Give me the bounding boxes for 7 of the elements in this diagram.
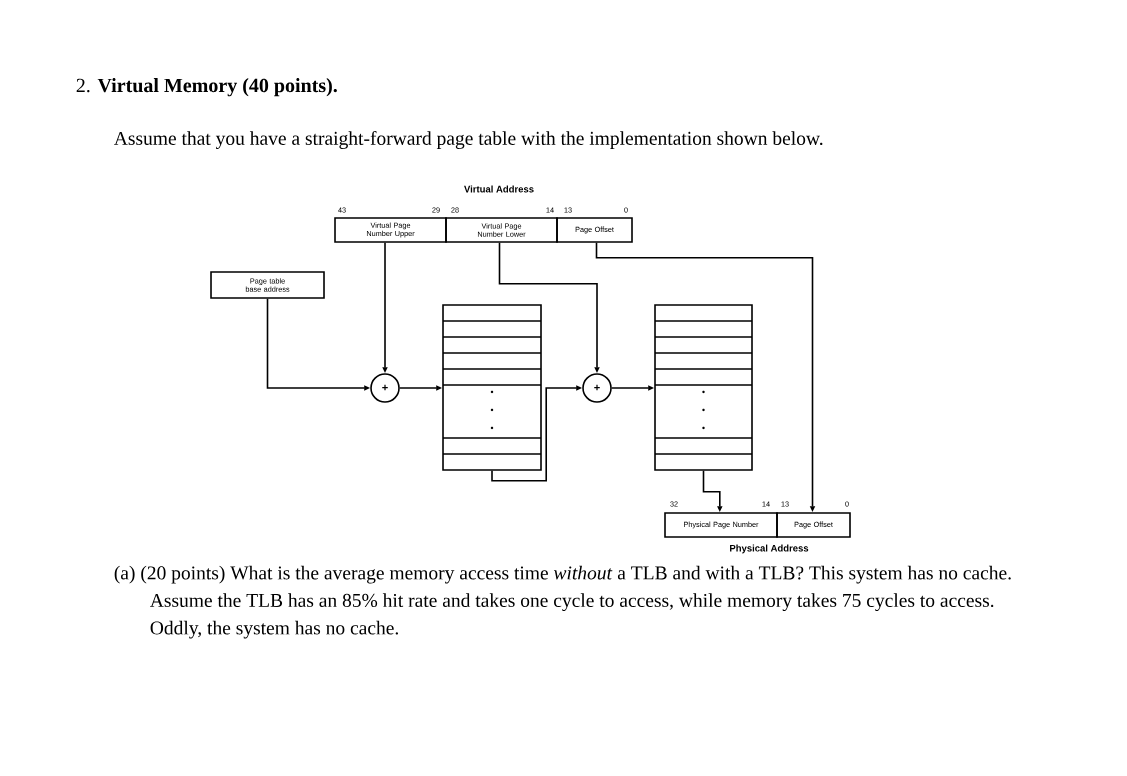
question-text: (a) (20 points) What is the average memory access time without a TLB and with a TLB? This system has no cache. Assume the TLB has an 85% hit rate and takes one cycle to access, while memory takes 75 cycles to access. Oddly, the system has no cache. (114, 565, 1011, 639)
address-title: Virtual Address (464, 185, 534, 193)
address-title: Physical Address (730, 544, 809, 554)
instruction-text: Assume that you have a straight-forward page table with the implementation shown below. (114, 131, 823, 149)
page-table (442, 304, 542, 471)
page-table (654, 304, 753, 471)
title: 2. Virtual Memory (40 points). (76, 78, 337, 97)
